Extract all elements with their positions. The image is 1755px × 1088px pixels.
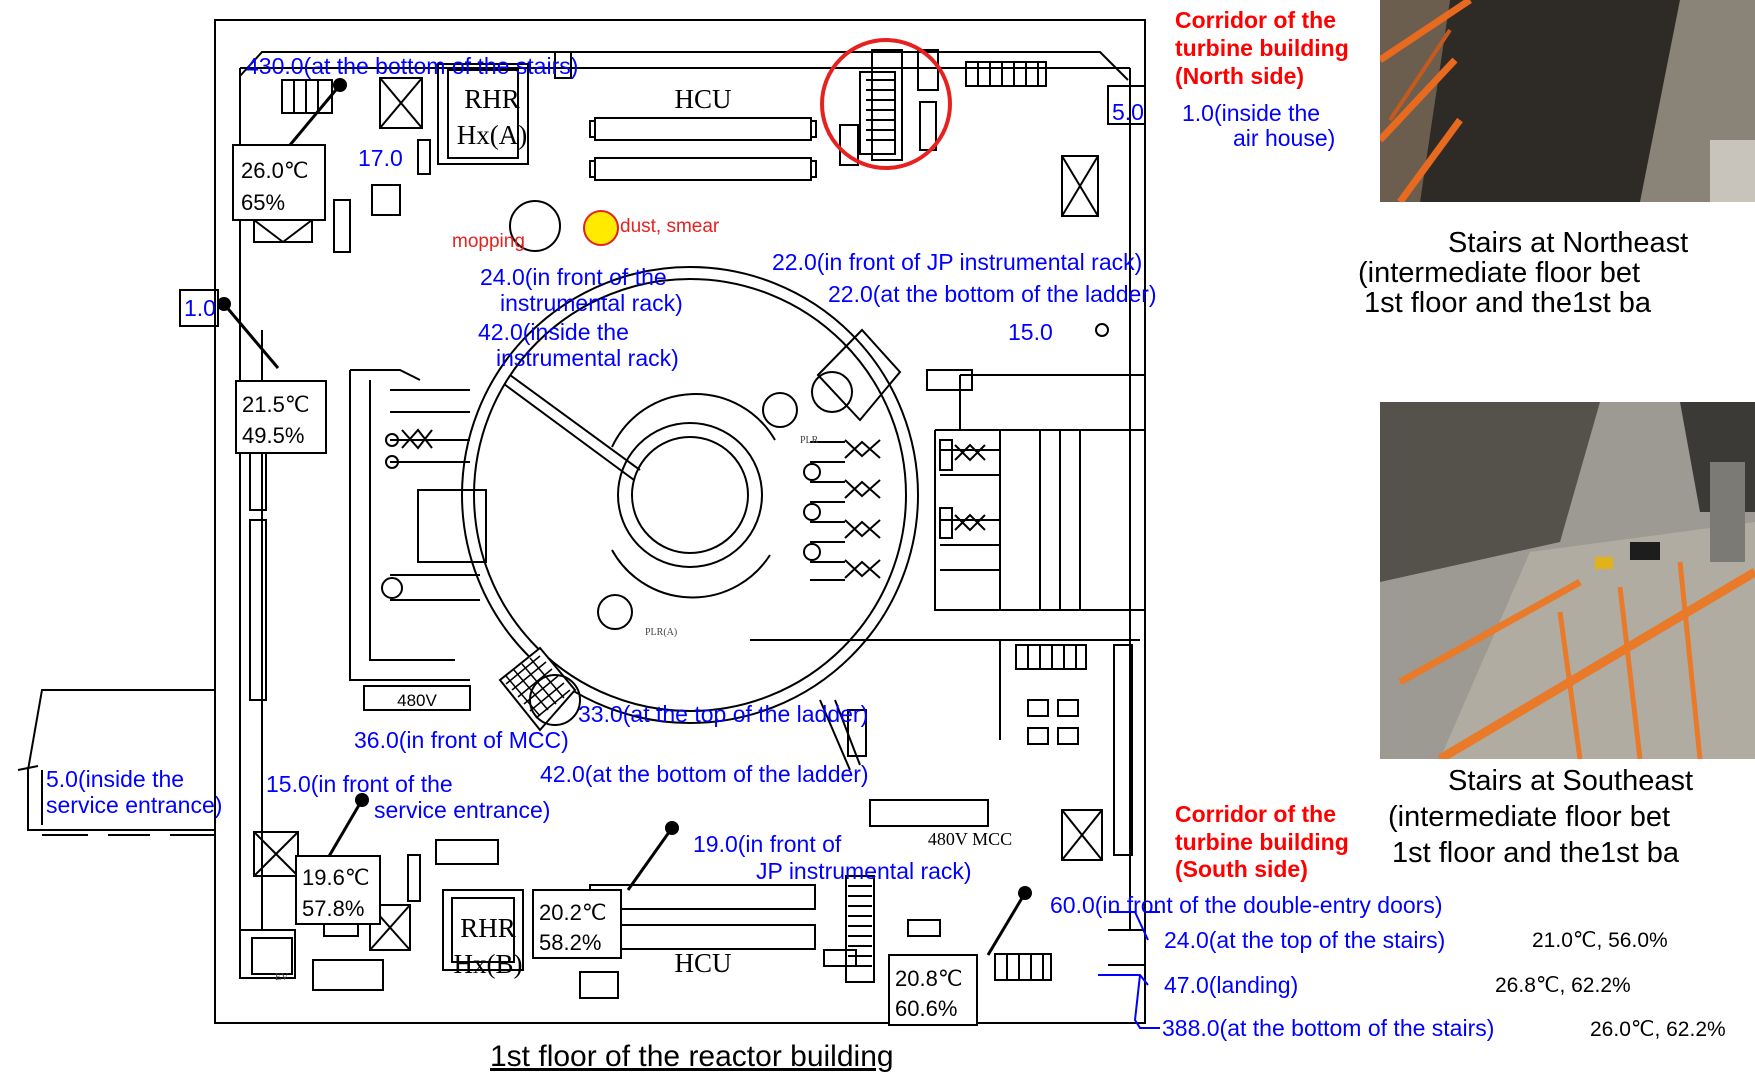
dose-nw-stairs: 430.0(at the bottom of the stairs): [246, 53, 578, 79]
reading-stairs-bottom: 26.0℃, 62.2%: [1590, 1018, 1726, 1041]
dose-inside-service-2: service entrance): [46, 792, 222, 818]
reactor-area: [381, 266, 919, 732]
rhr-b-label-2: Hx(B): [454, 949, 523, 979]
dose-air-house-1: 1.0(inside the: [1182, 100, 1320, 126]
reading-nw-temp: 26.0℃: [241, 158, 309, 183]
reading-s-mid-temp: 20.2℃: [539, 900, 607, 925]
diagram-title: 1st floor of the reactor building: [490, 1040, 894, 1073]
dose-15: 15.0: [1008, 319, 1053, 345]
reading-sw-temp: 19.6℃: [302, 865, 370, 890]
northeast-caption-2: (intermediate floor bet: [1358, 257, 1641, 289]
outer-wall: [214, 19, 1146, 1024]
dose-17: 17.0: [358, 145, 403, 171]
dose-front-jp-rack-2: JP instrumental rack): [756, 858, 972, 884]
dose-ladder-top: 33.0(at the top of the ladder): [578, 701, 868, 727]
dose-stairs-top: 24.0(at the top of the stairs): [1164, 927, 1445, 953]
southeast-caption-2: (intermediate floor bet: [1388, 801, 1671, 833]
northeast-photo-art: [1380, 0, 1755, 202]
dose-front-mcc: 36.0(in front of MCC): [354, 727, 569, 753]
dose-front-instr-rack-2: instrumental rack): [500, 290, 683, 316]
reading-west-humidity: 49.5%: [242, 423, 304, 448]
dose-ladder-bottom-22: 22.0(at the bottom of the ladder): [828, 281, 1157, 307]
dose-front-jp-rack-1: 19.0(in front of: [693, 831, 842, 857]
plr-b-label: PLR: [800, 435, 819, 446]
plr-a-label: PLR(A): [645, 627, 677, 638]
southeast-caption-1: Stairs at Southeast: [1448, 765, 1694, 797]
reading-sw-humidity: 57.8%: [302, 896, 364, 921]
dose-double-doors: 60.0(in front of the double-entry doors): [1050, 892, 1443, 918]
dust-smear-marker-icon: [583, 210, 619, 246]
rhr-a-label-2: Hx(A): [457, 120, 527, 150]
reading-s-mid-humidity: 58.2%: [539, 930, 601, 955]
dose-1-west: 1.0: [184, 295, 216, 321]
mopping-label: mopping: [452, 231, 525, 252]
corridor-north-1: Corridor of the: [1175, 7, 1336, 33]
dose-inside-instr-rack-1: 42.0(inside the: [478, 319, 629, 345]
reading-west-temp: 21.5℃: [242, 392, 310, 417]
dose-front-service-2: service entrance): [374, 797, 550, 823]
reading-nw-humidity: 65%: [241, 190, 285, 215]
dose-inside-service-1: 5.0(inside the: [46, 766, 184, 792]
corridor-north-3: (North side): [1175, 63, 1304, 89]
stairs-connectors: [1098, 911, 1160, 1029]
dose-jp-rack: 22.0(in front of JP instrumental rack): [772, 249, 1142, 275]
northeast-stairs: [839, 49, 1099, 217]
dose-5-ne: 5.0: [1112, 99, 1144, 125]
dose-stairs-bottom: 388.0(at the bottom of the stairs): [1162, 1015, 1494, 1041]
mcc-label: 480V MCC: [928, 829, 1012, 849]
reading-landing: 26.8℃, 62.2%: [1495, 974, 1631, 997]
northeast-caption-1: Stairs at Northeast: [1448, 227, 1689, 259]
hcu-north: [554, 51, 1047, 181]
v480-label: 480V: [397, 691, 437, 710]
southeast-caption-3: 1st floor and the1st ba: [1392, 837, 1679, 869]
leader-lines: [222, 84, 1027, 956]
corridor-south-2: turbine building: [1175, 829, 1349, 855]
ev-label: EV: [275, 972, 289, 983]
reading-se-temp: 20.8℃: [895, 966, 963, 991]
interior-walls: [349, 323, 1145, 861]
dose-air-house-2: air house): [1233, 125, 1335, 151]
corridor-south-3: (South side): [1175, 856, 1308, 882]
hatched-block: [505, 655, 571, 719]
dose-landing: 47.0(landing): [1164, 972, 1298, 998]
southeast-photo-art: [1380, 402, 1755, 759]
highlight-circle: [820, 38, 952, 170]
rhr-a-label-1: RHR: [464, 84, 520, 114]
reading-se-humidity: 60.6%: [895, 996, 957, 1021]
dose-front-service-1: 15.0(in front of the: [266, 771, 453, 797]
hcu-south-label: HCU: [674, 948, 731, 978]
dust-smear-label: dust, smear: [620, 216, 720, 237]
hcu-north-label: HCU: [674, 84, 731, 114]
corridor-south-1: Corridor of the: [1175, 801, 1336, 827]
northeast-stairs-photo: [1380, 0, 1755, 202]
southeast-stairs-photo: [1380, 402, 1755, 759]
dose-inside-instr-rack-2: instrumental rack): [496, 345, 679, 371]
reading-stairs-top: 21.0℃, 56.0%: [1532, 929, 1668, 952]
reading-boxes: [232, 144, 978, 1026]
rhr-b-label-1: RHR: [460, 913, 516, 943]
corridor-north-2: turbine building: [1175, 35, 1349, 61]
leader-dots: [217, 78, 1032, 900]
dose-ladder-bottom-42: 42.0(at the bottom of the ladder): [540, 761, 869, 787]
northeast-caption-3: 1st floor and the1st ba: [1364, 287, 1651, 319]
dose-front-instr-rack-1: 24.0(in front of the: [480, 264, 667, 290]
